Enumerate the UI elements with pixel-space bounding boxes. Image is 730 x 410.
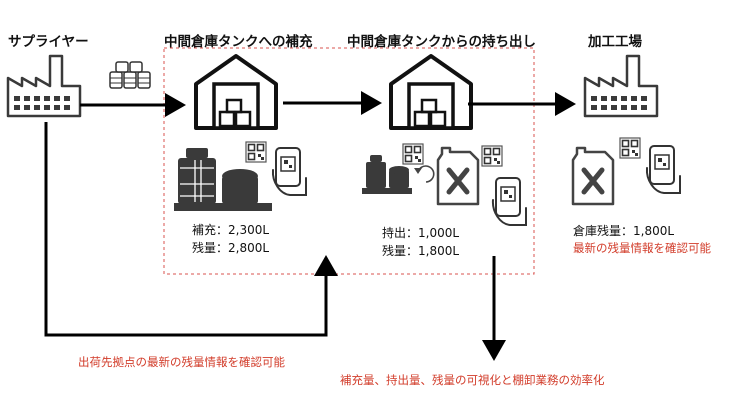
jerrycan-icon [573, 148, 613, 204]
factory-icon [6, 54, 82, 118]
dashed-area [163, 47, 535, 275]
warehouse-icon [194, 54, 278, 130]
smartphone-hand-icon [271, 147, 307, 196]
shipper-note: 出荷先拠点の最新の残量情報を確認可能 [78, 355, 285, 369]
qr-code-icon [481, 145, 503, 167]
smartphone-hand-icon [645, 145, 681, 194]
smartphone-hand-icon [491, 177, 527, 226]
replenish-supply: 補充：2,300L [192, 223, 270, 237]
heading-supplier: サプライヤー [8, 34, 89, 50]
factory-note: 最新の残量情報を確認可能 [573, 241, 711, 255]
heading-replenish: 中間倉庫タンクへの補充 [164, 34, 313, 50]
factory-stock: 倉庫残量：1,800L [573, 224, 675, 238]
tank-icon [174, 148, 272, 211]
heading-takeout: 中間倉庫タンクからの持ち出し [347, 34, 536, 50]
refresh-icon [414, 165, 435, 183]
qr-code-icon [619, 137, 641, 159]
takeout-amount: 持出：1,000L [382, 226, 460, 240]
feedback-arrow [44, 122, 338, 337]
factory-icon [583, 54, 659, 118]
barrels-icon [109, 61, 151, 89]
qr-code-icon [402, 143, 424, 165]
jerrycan-icon [438, 148, 478, 204]
warehouse-icon [389, 54, 473, 130]
takeout-remaining: 残量：1,800L [382, 244, 460, 258]
heading-factory: 加工工場 [588, 34, 642, 50]
qr-code-icon [245, 141, 267, 163]
efficiency-note: 補充量、持出量、残量の可視化と棚卸業務の効率化 [340, 373, 605, 387]
tank-icon [362, 155, 412, 194]
replenish-remaining: 残量：2,800L [192, 241, 270, 255]
